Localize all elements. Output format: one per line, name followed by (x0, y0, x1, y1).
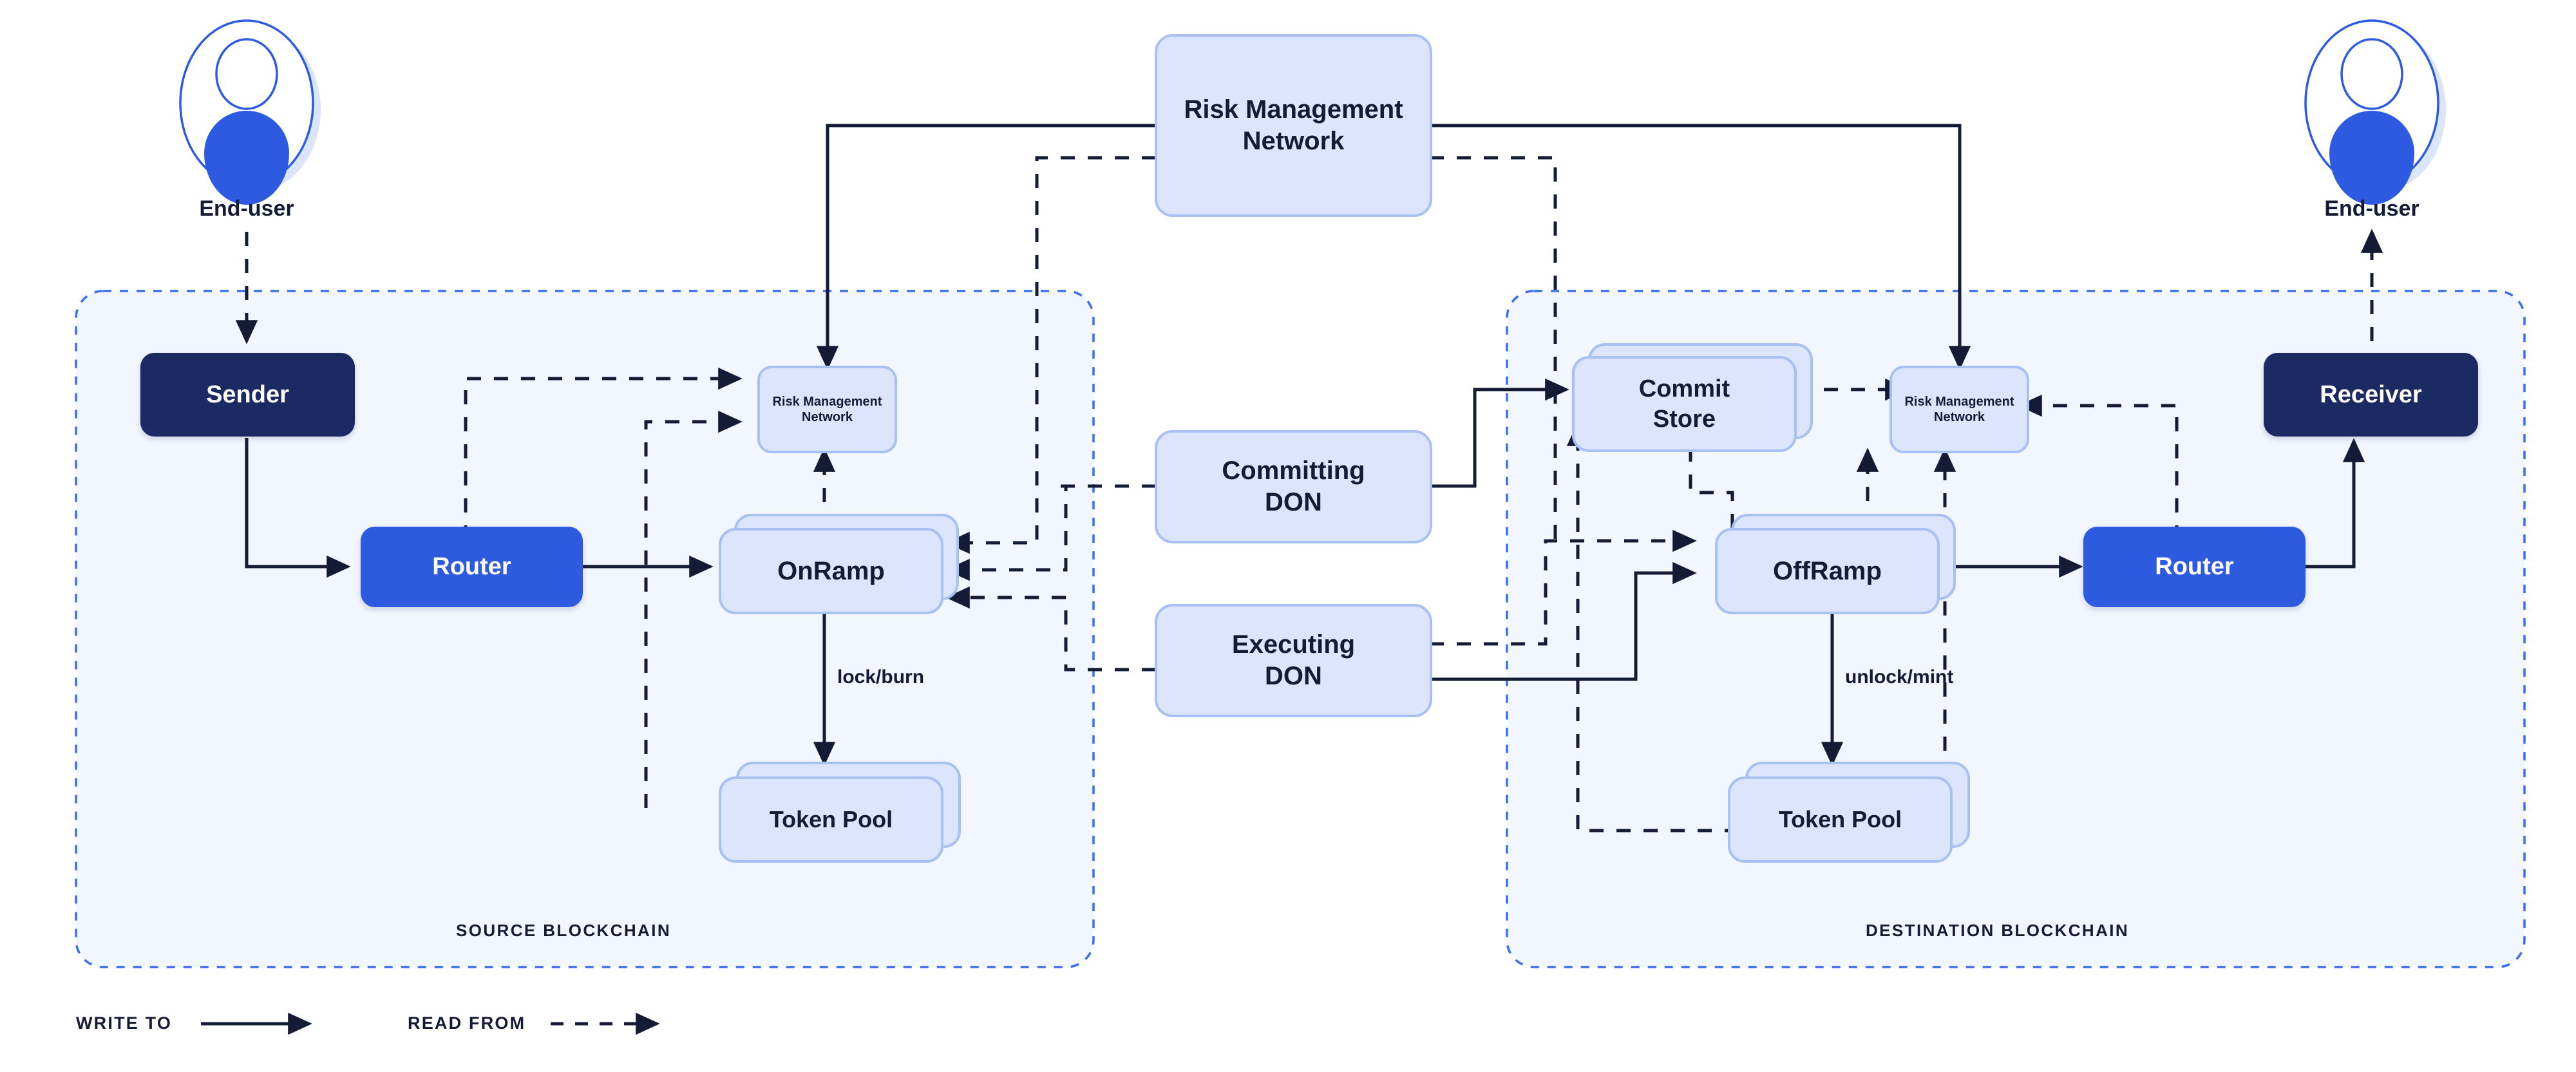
actor-label-left: End-user (199, 196, 294, 221)
node-sender[interactable] (140, 353, 355, 437)
node-commit-store[interactable] (1572, 343, 1813, 452)
edge-rmn-top-reads-onramp (945, 156, 1156, 554)
node-token-pool-source[interactable] (719, 762, 961, 863)
zone-label-source: SOURCE BLOCKCHAIN (456, 921, 672, 940)
edge-executing-don-to-offramp (1430, 561, 1697, 681)
edge-label-unlock-mint: unlock/mint (1845, 666, 1954, 688)
node-risk-management-network-top[interactable] (1155, 34, 1432, 217)
edge-rmn-top-writes-rmn-destination (1430, 124, 1971, 370)
node-offramp[interactable] (1715, 514, 1956, 614)
edge-rmn-top-dash-right (1430, 156, 1557, 390)
node-committing-don[interactable] (1155, 430, 1432, 543)
legend-label-read-from: READ FROM (408, 1013, 526, 1033)
node-router-destination[interactable] (2083, 527, 2306, 607)
edge-committing-don-to-commit-store (1430, 378, 1569, 488)
edge-rmn-top-writes-rmn-source (816, 124, 1156, 370)
edge-sender-to-router (245, 438, 351, 578)
edge-label-lock-burn: lock/burn (837, 666, 925, 688)
node-rmn-source[interactable] (757, 366, 897, 453)
edge-tokenpool-reads-rmn (644, 410, 743, 808)
node-token-pool-destination[interactable] (1728, 762, 1970, 863)
zone-label-destination: DESTINATION BLOCKCHAIN (1866, 921, 2130, 940)
edge-router-dest-to-receiver (2306, 438, 2365, 569)
node-onramp[interactable] (719, 514, 959, 614)
edge-executing-don-reads-onramp (945, 586, 1156, 672)
avatar-right (2304, 19, 2446, 205)
edge-executing-don-reads-offramp (1430, 529, 1697, 646)
node-receiver[interactable] (2264, 353, 2478, 437)
node-rmn-destination[interactable] (1889, 366, 2029, 453)
node-executing-don[interactable] (1155, 604, 1432, 717)
actor-label-right: End-user (2324, 196, 2420, 221)
legend-label-write-to: WRITE TO (76, 1013, 173, 1033)
edge-offramp-reads-commit-store (1679, 422, 1734, 528)
connectors: Sender : dashed down --> Router : solid … (235, 124, 2383, 832)
node-router-source[interactable] (361, 527, 583, 607)
avatar-left (179, 19, 321, 205)
